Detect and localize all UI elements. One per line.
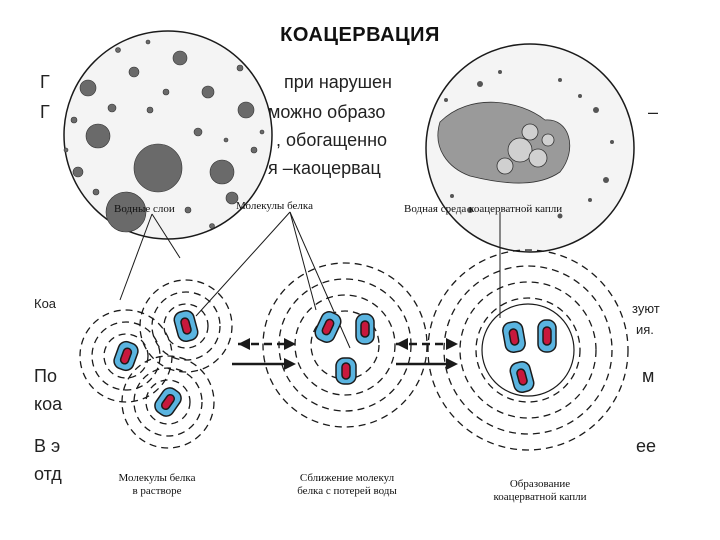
label-water-layers: Водные слои [114,203,175,215]
stage-dispersed [80,280,232,448]
caption-stage-1: Молекулы белка в растворе [92,472,222,498]
caption-stage-3: Образование коацерватной капли [470,478,610,504]
label-coacervate-medium: Водная среда коацерватной капли [404,203,562,215]
droplet-circle-right [426,44,634,252]
caption-stage-2: Сближение молекул белка с потерей воды [272,472,422,498]
stage-coacervate [428,250,628,450]
label-protein-molecules: Молекулы белка [236,200,313,212]
